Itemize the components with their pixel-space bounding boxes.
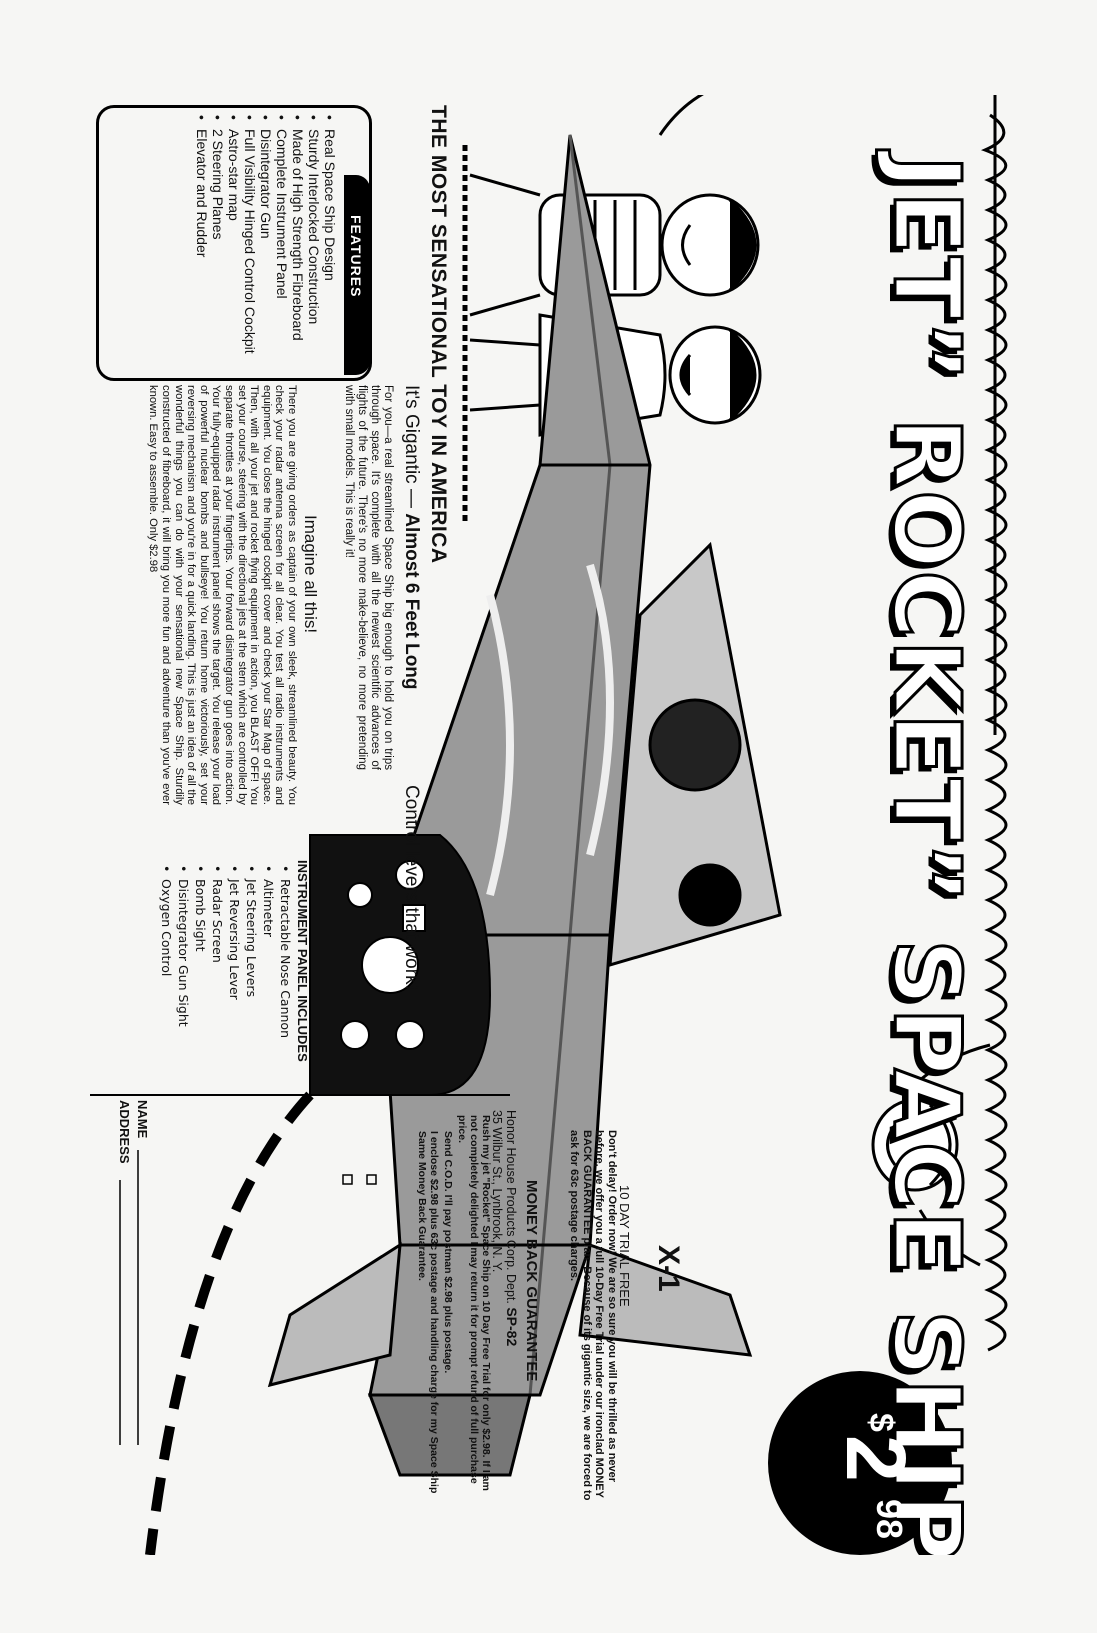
feature-item: Full Visibility Hinged Control Cockpit — [242, 115, 258, 370]
feature-item: Real Space Ship Design — [322, 115, 338, 370]
imagine-heading: Imagine all this! — [301, 515, 320, 634]
order-rush-text: Rush my jet "Rocket" Space Ship on 10 Da… — [456, 1115, 492, 1491]
cod-checkbox — [366, 1174, 377, 1185]
size-line: It's Gigantic — Almost 6 Feet Long — [400, 385, 422, 690]
name-label: NAME — [135, 1100, 150, 1139]
headline: JET” ROCKET” SPACE SHIP! — [872, 154, 982, 1556]
tagline: THE MOST SENSATIONAL TOY IN AMERICA — [427, 105, 450, 564]
controls-line: Control levers that work! — [401, 785, 422, 990]
body-paragraph: There you are giving orders as captain o… — [147, 385, 298, 805]
company-name: Honor House Products Corp. Dept. — [504, 1110, 518, 1308]
ad-artwork — [90, 95, 1008, 1555]
trial-title: 10 DAY TRIAL FREE — [617, 1185, 632, 1307]
order-form: Rush my jet "Rocket" Space Ship on 10 Da… — [414, 1115, 492, 1510]
price-dollar-sign: $ — [862, 1413, 900, 1432]
feature-item: 2 Steering Planes — [210, 115, 226, 370]
boy-right-figure — [871, 1043, 991, 1267]
size-bold: Almost 6 Feet Long — [401, 513, 422, 690]
intro-paragraph: For you—a real streamlined Space Ship bi… — [343, 385, 394, 770]
instrument-item: Oxygen Control — [158, 865, 175, 1038]
guarantee-title: MONEY BACK GUARANTEE — [523, 1180, 540, 1382]
instrument-panel-graphic — [309, 834, 492, 1096]
order-cod-option[interactable]: Send C.O.D. I'll pay postman $2.98 plus … — [442, 1131, 454, 1374]
enclose-checkbox — [342, 1174, 353, 1185]
instrument-item: Disintegrator Gun Sight — [175, 865, 192, 1038]
burst-rays — [980, 113, 1008, 1352]
company-address: Honor House Products Corp. Dept. SP-82 3… — [490, 1110, 520, 1346]
address-label: ADDRESS — [117, 1100, 132, 1164]
feature-item: Disintegrator Gun — [258, 115, 274, 370]
feature-item: Sturdy Interlocked Construction — [306, 115, 322, 370]
instrument-item: Retractable Nose Cannon — [277, 865, 294, 1038]
instrument-panel-list: Retractable Nose Cannon Altimeter Jet St… — [158, 865, 294, 1038]
instrument-item: Bomb Sight — [192, 865, 209, 1038]
advertisement: JET” ROCKET” SPACE SHIP! $ 2 98 X-1 THE … — [80, 95, 1010, 1555]
instrument-panel-title: INSTRUMENT PANEL INCLUDES — [295, 860, 310, 1062]
trial-body: Don't delay! Order now! We are so sure y… — [568, 1130, 619, 1501]
features-list: Real Space Ship Design Sturdy Interlocke… — [194, 115, 338, 370]
size-prefix: It's Gigantic — — [401, 385, 422, 514]
features-title: FEATURES — [348, 215, 364, 298]
price-cents: 98 — [869, 1499, 910, 1540]
order-enclose-option[interactable]: I enclose $2.98 plus 63c postage and han… — [416, 1131, 440, 1494]
feature-item: Complete Instrument Panel — [274, 115, 290, 370]
dept-code: SP-82 — [504, 1307, 520, 1347]
ship-marking: X-1 — [652, 1245, 685, 1292]
company-street: 35 Wilbur St., Lynbrook, N. Y. — [490, 1110, 504, 1273]
price-amount: 2 — [829, 1435, 923, 1482]
feature-item: Made of High Strength Fibreboard — [290, 115, 306, 370]
instrument-item: Jet Steering Levers — [243, 865, 260, 1038]
instrument-item: Jet Reversing Lever — [226, 865, 243, 1038]
price-badge-circle — [768, 1371, 952, 1555]
feature-item: Astro-star map — [226, 115, 242, 370]
instrument-item: Radar Screen — [209, 865, 226, 1038]
boy-left-figure — [469, 95, 760, 317]
feature-item: Elevator and Rudder — [194, 115, 210, 370]
instrument-item: Altimeter — [260, 865, 277, 1038]
